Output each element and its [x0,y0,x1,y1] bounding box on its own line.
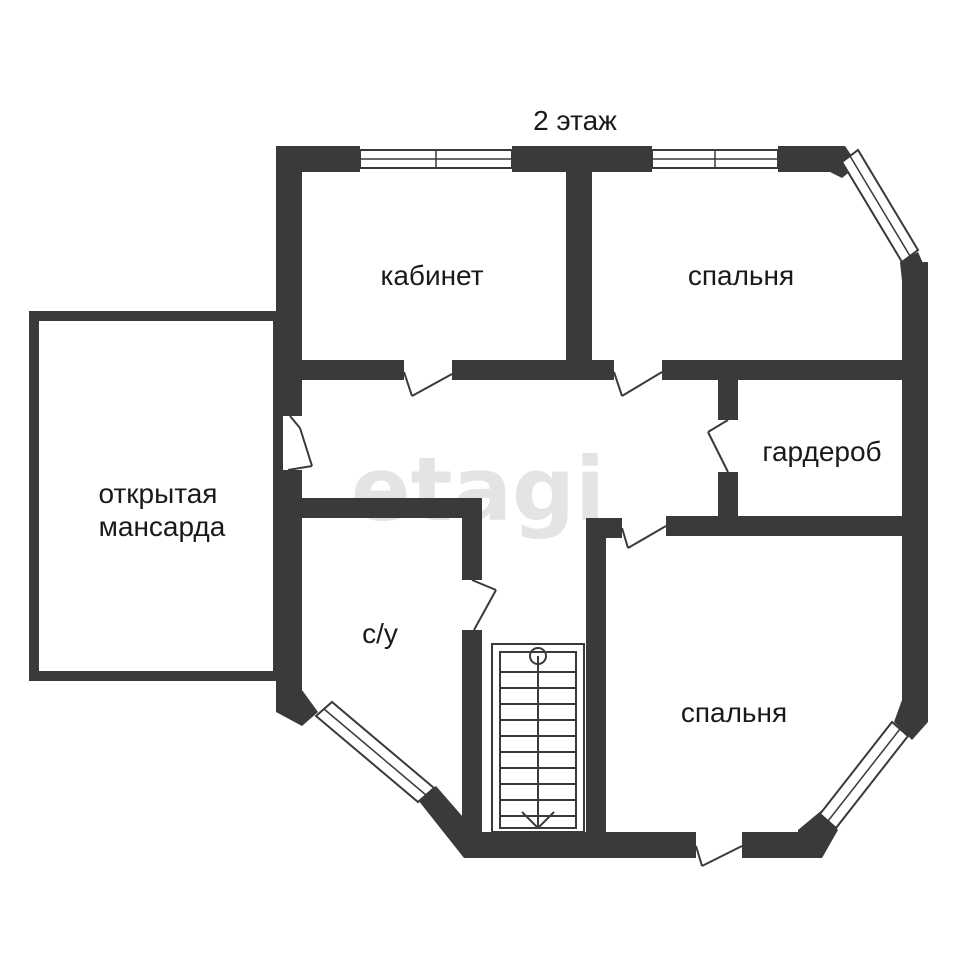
room-label-office: кабинет [380,260,483,291]
windows [314,148,920,830]
open-attic-outline [29,311,283,681]
room-label-open-attic-line2: мансарда [99,511,226,542]
room-label-wardrobe: гардероб [762,436,881,467]
staircase [491,643,585,833]
doors [287,371,743,867]
room-label-open-attic-line1: открытая [99,478,218,509]
room-label-bathroom: с/у [362,618,398,649]
walls [276,146,928,858]
room-label-bedroom-bottom: спальня [681,697,787,728]
floor-title: 2 этаж [533,105,617,136]
room-label-bedroom-top: спальня [688,260,794,291]
